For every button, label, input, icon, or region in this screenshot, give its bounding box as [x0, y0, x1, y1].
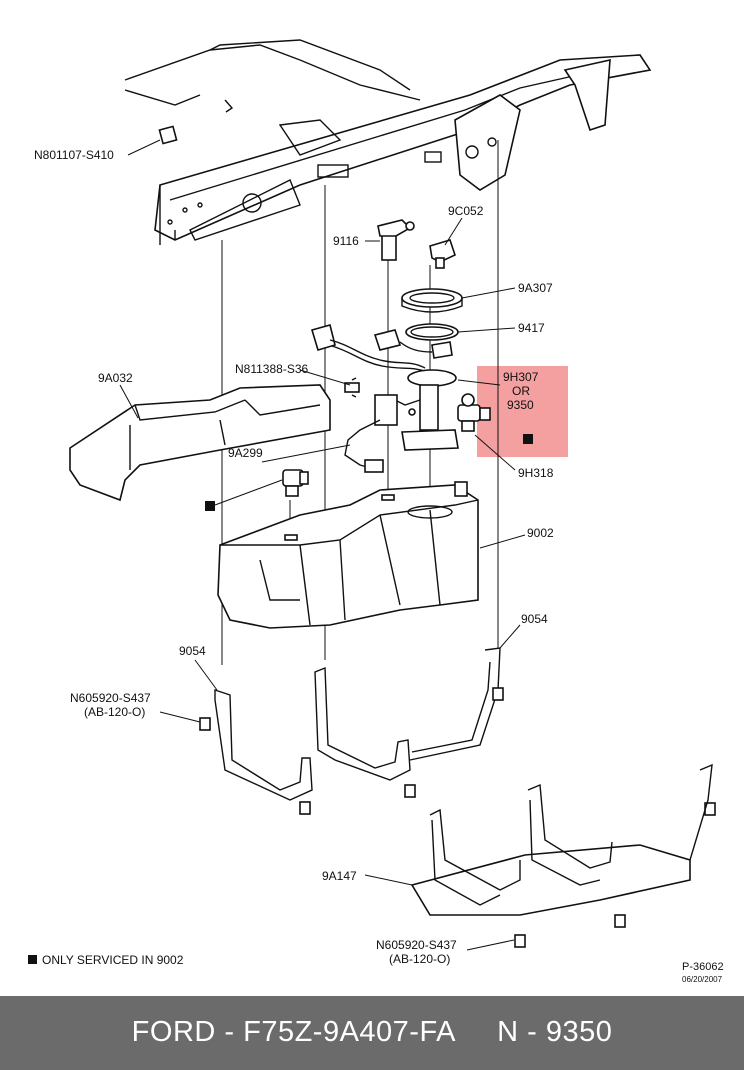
service-marker-right: [523, 434, 533, 444]
label-9116: 9116: [333, 234, 359, 248]
label-9a307: 9A307: [518, 281, 553, 295]
label-n605920-top: N605920-S437: [70, 691, 151, 705]
label-9054-left: 9054: [179, 644, 206, 658]
part-9116: [377, 219, 415, 261]
part-9a307-lock-ring: [401, 288, 463, 313]
part-9a032-heat-shield: [69, 384, 331, 502]
label-ab120-bottom: (AB-120-O): [389, 952, 450, 966]
part-9h307-pump-module: [344, 369, 459, 473]
bolts: [199, 687, 716, 948]
label-9h318: 9H318: [518, 466, 554, 480]
label-9c052: 9C052: [448, 204, 484, 218]
label-n811388: N811388-S36: [235, 362, 308, 376]
vehicle-frame: [124, 39, 652, 245]
label-9h307: 9H307: [503, 370, 539, 384]
ref-number: P-36062: [682, 961, 724, 973]
label-n801107: N801107-S410: [34, 148, 114, 162]
label-ab120-top: (AB-120-O): [84, 705, 145, 719]
label-or: OR: [512, 384, 530, 398]
part-9a299-valve-left: [282, 469, 309, 497]
label-9a032: 9A032: [98, 371, 133, 385]
part-n811388: [344, 377, 360, 398]
service-marker-left: [205, 501, 215, 511]
fuel-system-diagram: N801107-S410 9116 9C052 9A307 9417 N8113…: [28, 39, 724, 984]
highlight-box: [477, 366, 568, 457]
part-9350-valve-right: [457, 393, 491, 432]
bolt-n801107: [158, 125, 178, 145]
part-labels: N801107-S410 9116 9C052 9A307 9417 N8113…: [34, 148, 554, 966]
label-9a299: 9A299: [228, 446, 263, 460]
part-9002-fuel-tank: [217, 481, 479, 629]
label-9054-right: 9054: [521, 612, 548, 626]
leader-lines: [119, 139, 526, 951]
label-9350: 9350: [507, 398, 534, 412]
footer-bar: FORD - F75Z-9A407-FA N - 9350: [0, 996, 744, 1070]
note-text: ONLY SERVICED IN 9002: [42, 953, 184, 967]
wiring-harness: [310, 324, 453, 373]
part-9c052: [429, 239, 456, 269]
label-9a147: 9A147: [322, 869, 357, 883]
footer-part-number: FORD - F75Z-9A407-FA N - 9350: [131, 1016, 613, 1048]
part-9a147-skid-plate: [410, 763, 713, 916]
label-n605920-bottom: N605920-S437: [376, 938, 457, 952]
label-9417: 9417: [518, 321, 545, 335]
ref-date: 06/20/2007: [682, 975, 723, 984]
note-square-icon: [28, 955, 37, 964]
label-9002: 9002: [527, 526, 554, 540]
part-9054-straps: [214, 647, 501, 801]
part-9417-seal: [405, 323, 459, 341]
